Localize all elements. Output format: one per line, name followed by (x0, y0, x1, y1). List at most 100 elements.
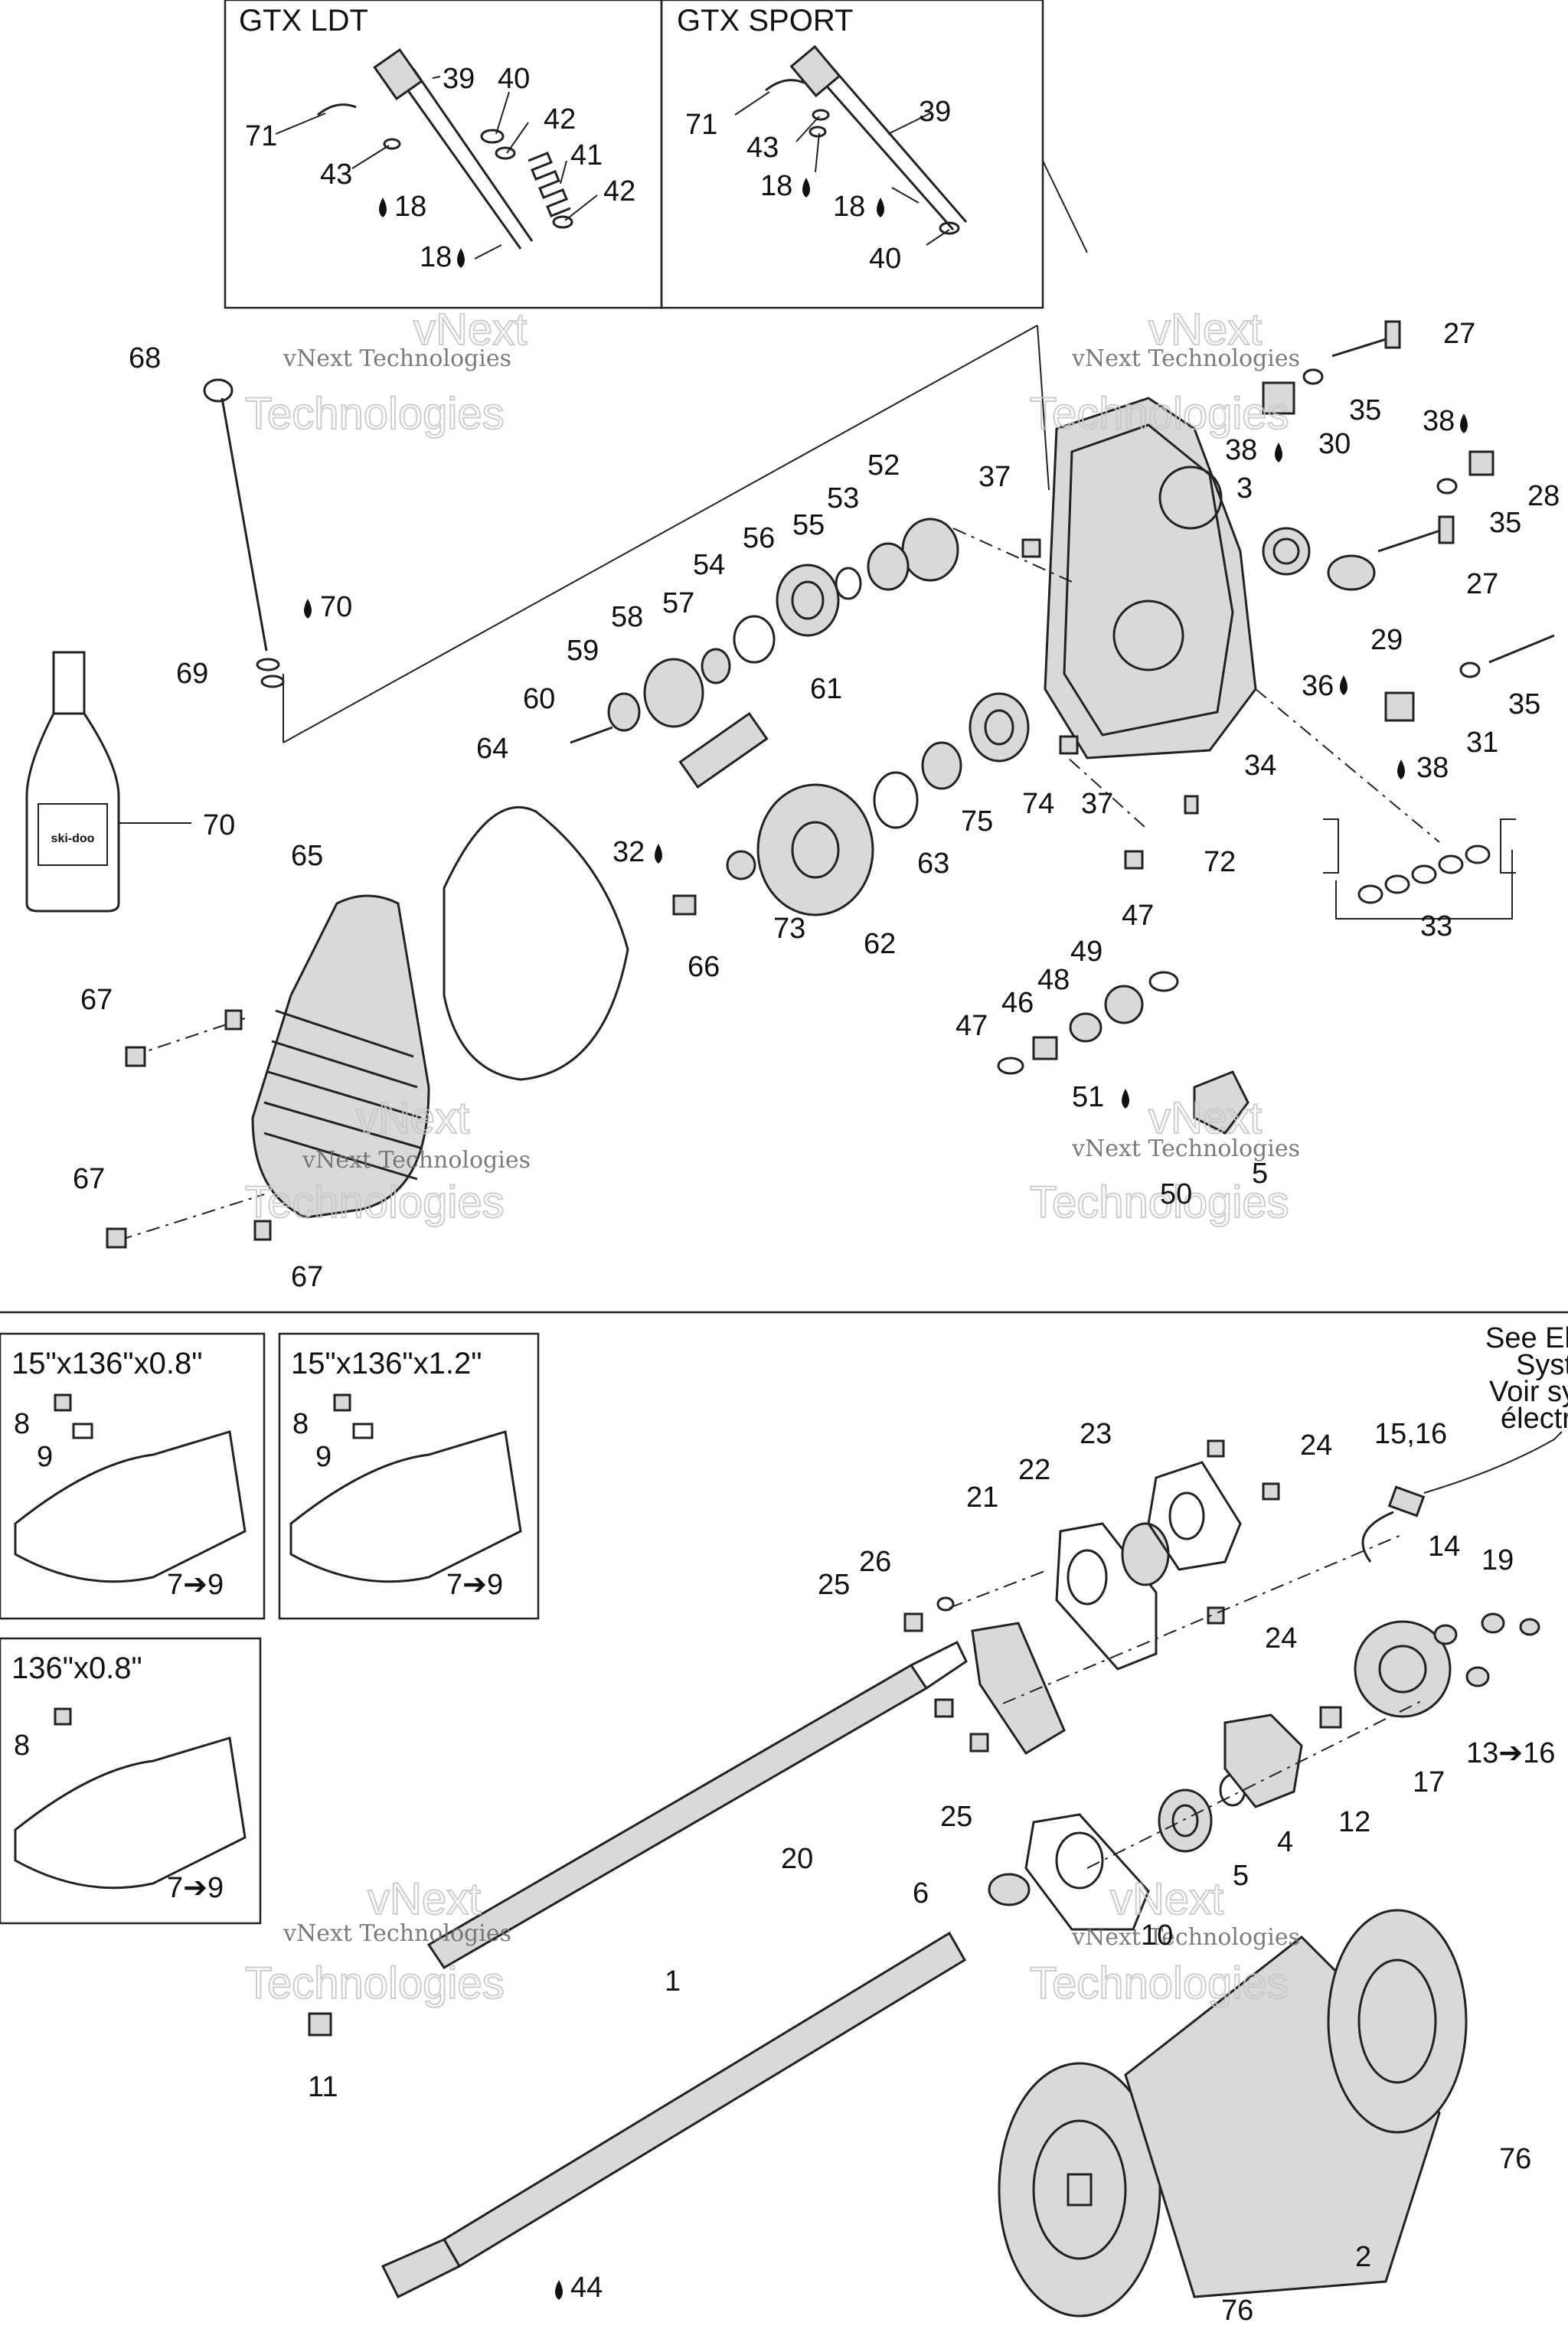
part-label: 38 (1416, 752, 1449, 784)
part-label: 35 (1508, 688, 1540, 720)
flange-23 (1147, 1461, 1242, 1571)
part-label: 67 (291, 1261, 323, 1293)
part-label: 59 (567, 635, 599, 667)
svg-text:vNext Technologies: vNext Technologies (283, 345, 511, 372)
part-label: 47 (1122, 900, 1154, 932)
part-label: 8 (14, 1408, 30, 1440)
speed-sensor-14 (1387, 1485, 1426, 1517)
oil-drop-icon (1275, 443, 1282, 462)
oil-drop-icon (304, 599, 312, 619)
inset-track-1: 15"x136"x0.8" (0, 1332, 266, 1620)
part-label: 76 (1499, 2143, 1531, 2175)
part-label: 38 (1423, 405, 1455, 437)
part-label: 19 (1481, 1544, 1514, 1576)
part-label: 7➔9 (446, 1569, 503, 1601)
track (14, 1430, 247, 1583)
dowel-72 (1184, 795, 1199, 815)
sprocket-62 (756, 783, 874, 916)
part-label: 64 (476, 733, 508, 765)
part-label: 25 (818, 1569, 850, 1601)
part-label: 32 (612, 836, 645, 868)
cotter-pin (765, 79, 805, 92)
part-label: 58 (611, 601, 643, 633)
svg-text:vNext: vNext (1148, 305, 1262, 354)
drive-axle-assembly (308, 1439, 1540, 2318)
part-label: 25 (940, 1801, 972, 1833)
inset-title: 136"x0.8" (11, 1651, 142, 1685)
part-label: 21 (966, 1481, 998, 1514)
roller-49 (1104, 985, 1144, 1024)
oil-drop-icon (802, 178, 810, 198)
pin-head (373, 47, 423, 101)
part-label: 41 (570, 139, 603, 172)
nipple-13 (1519, 1618, 1540, 1636)
svg-text:vNext: vNext (356, 1093, 469, 1143)
spacer-57 (701, 648, 731, 684)
part-label: 13➔16 (1466, 1737, 1555, 1769)
cotter-pin (317, 103, 357, 116)
oil-bottle-70: ski-doo (25, 651, 120, 913)
spring (528, 152, 571, 217)
part-label: 73 (773, 913, 805, 945)
sprocket-76 (1327, 1909, 1468, 2134)
flange-10 (1024, 1813, 1150, 1931)
part-label: 7➔9 (167, 1872, 224, 1904)
part-label: 18 (760, 170, 792, 202)
tensioner-block-50 (1193, 1070, 1250, 1135)
circlip-54 (733, 615, 776, 664)
oil-drop-icon (379, 198, 387, 217)
track (289, 1430, 522, 1583)
bolt-66 (672, 894, 697, 916)
part-label: 60 (523, 683, 555, 715)
washer-69 (256, 658, 280, 671)
svg-text:vNext: vNext (413, 305, 527, 354)
part-label: 33 (1420, 910, 1452, 942)
oil-drop-markers (304, 178, 1468, 2300)
clip-8 (333, 1393, 351, 1412)
svg-text:vNext Technologies: vNext Technologies (283, 1920, 511, 1947)
svg-text:Syst: Syst (1516, 1349, 1568, 1381)
part-label: 39 (919, 96, 951, 128)
svg-text:vNext Technologies: vNext Technologies (1071, 1924, 1300, 1951)
oil-drop-icon (877, 198, 884, 217)
gasket-64 (443, 805, 629, 1081)
part-label: 14 (1428, 1530, 1460, 1563)
nut-19 (1481, 1612, 1505, 1634)
part-label: 76 (1221, 2295, 1253, 2327)
part-label: 71 (685, 109, 717, 141)
part-label: 9 (315, 1441, 332, 1473)
bearing-5 (1158, 1788, 1213, 1853)
svg-text:vNext: vNext (1110, 1874, 1223, 1924)
part-label: 5 (1233, 1860, 1249, 1892)
tensioner-29 (1327, 554, 1376, 591)
part-label: 24 (1265, 1622, 1297, 1655)
part-label: 35 (1489, 507, 1521, 539)
part-label: 74 (1022, 788, 1054, 820)
trigger-wheel-17 (1354, 1620, 1452, 1718)
bearing-3 (1262, 527, 1311, 576)
part-label: 15,16 (1374, 1418, 1447, 1450)
part-label: 37 (978, 461, 1011, 493)
electrical-note: See Ele Syst Voir sy électr (1423, 1322, 1568, 1494)
housing-bore (1158, 466, 1223, 530)
part-label: 29 (1370, 624, 1403, 656)
part-label: 18 (394, 191, 426, 223)
part-label: 40 (869, 243, 901, 275)
svg-text:vNext Technologies: vNext Technologies (1071, 345, 1300, 372)
svg-text:vNext: vNext (368, 1874, 481, 1924)
part-label: 51 (1072, 1081, 1104, 1113)
part-label: 65 (291, 840, 323, 872)
part-label: 72 (1204, 846, 1236, 878)
shaft-1 (442, 1931, 967, 2269)
nut-19 (1465, 1666, 1490, 1687)
plug-11 (308, 2012, 332, 2037)
washer-26 (936, 1596, 955, 1612)
part-label: 47 (956, 1010, 988, 1042)
nut-37 (1021, 538, 1041, 558)
part-label: 23 (1080, 1418, 1112, 1450)
part-label: 20 (781, 1843, 813, 1875)
inset-track-3: 136"x0.8" (0, 1637, 262, 1925)
part-label: 42 (544, 103, 576, 136)
nut-37 (1059, 735, 1079, 755)
svg-text:Technologies: Technologies (245, 1958, 505, 2008)
